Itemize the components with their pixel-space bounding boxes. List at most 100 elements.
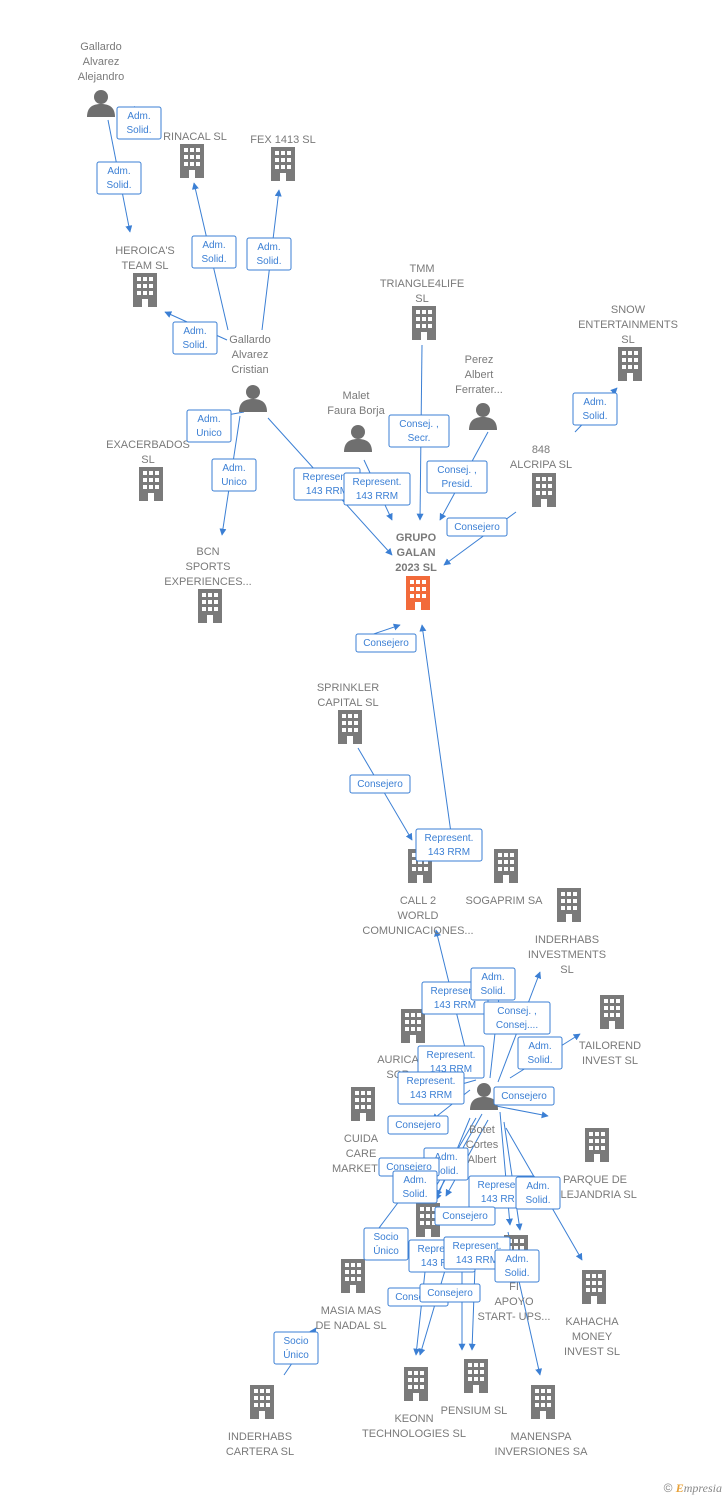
company-node-pensium[interactable]: PENSIUM SL xyxy=(441,1359,508,1417)
edge-label-box[interactable]: Consejero xyxy=(434,1206,496,1226)
building-icon xyxy=(464,1359,488,1393)
edge-label-box[interactable]: Represent.143 RRM xyxy=(415,828,483,862)
edge-label-box[interactable]: Consej. ,Presid. xyxy=(426,460,488,494)
edge-label-frame xyxy=(415,828,483,862)
edge-label-line: Solid. xyxy=(582,411,607,422)
edge-label-box[interactable]: Consejero xyxy=(355,633,417,653)
edge-label-box[interactable]: Adm.Solid. xyxy=(392,1170,438,1204)
edge-label-box[interactable]: Adm.Solid. xyxy=(515,1176,561,1210)
company-node-bcn[interactable]: BCNSPORTSEXPERIENCES... xyxy=(164,546,252,623)
edge-label-frame xyxy=(419,1283,481,1303)
brand-logo[interactable]: Empresia xyxy=(675,1481,722,1495)
edge-label-box[interactable]: Consejero xyxy=(419,1283,481,1303)
node-label-line: MARKETI... xyxy=(332,1163,390,1175)
edge-label-box[interactable]: Adm.Solid. xyxy=(246,237,292,271)
edge-label-frame xyxy=(515,1176,561,1210)
edge-label-frame xyxy=(470,967,516,1001)
edge-label-line: Adm. xyxy=(127,111,150,122)
edge-label-box[interactable]: Represent.143 RRM xyxy=(343,472,411,506)
company-node-fex1413[interactable]: FEX 1413 SL xyxy=(250,134,316,181)
edge-label-line: 143 RRM xyxy=(430,1064,472,1075)
edge-label-line: Solid. xyxy=(106,180,131,191)
building-icon xyxy=(404,1367,428,1401)
node-label-line: 848 xyxy=(532,444,550,456)
company-node-rinacal[interactable]: RINACAL SL xyxy=(163,131,227,178)
edge-label-box[interactable]: Consejero xyxy=(493,1086,555,1106)
edge-label-line: Represent. xyxy=(353,477,402,488)
edge-label-box[interactable]: Consejero xyxy=(349,774,411,794)
building-icon xyxy=(494,849,518,883)
edge-label-box[interactable]: Adm.Solid. xyxy=(517,1036,563,1070)
node-label-line: Albert xyxy=(465,369,494,381)
node-label-line: PARQUE DE xyxy=(563,1174,627,1186)
edge-label-line: Adm. xyxy=(481,972,504,983)
edge-label-box[interactable]: Represent.143 RRM xyxy=(417,1045,485,1079)
person-icon xyxy=(344,425,372,452)
edge-label-box[interactable]: Represent.143 RRM xyxy=(397,1071,465,1105)
building-icon xyxy=(180,144,204,178)
node-label-line: TEAM SL xyxy=(121,260,168,272)
edge-label-box[interactable]: Adm.Solid. xyxy=(470,967,516,1001)
edge-label-frame xyxy=(116,106,162,140)
edge-label-box[interactable]: Adm.Solid. xyxy=(494,1249,540,1283)
edge-label-box[interactable]: Adm.Solid. xyxy=(191,235,237,269)
node-label-line: Perez xyxy=(465,354,494,366)
edge-label-frame xyxy=(494,1249,540,1283)
building-icon xyxy=(582,1270,606,1304)
edge-label-frame xyxy=(186,409,232,443)
edge-label-box[interactable]: Adm.Solid. xyxy=(172,321,218,355)
edge-label-box[interactable]: Consejero xyxy=(387,1115,449,1135)
person-icon xyxy=(469,403,497,430)
node-label-line: INVEST SL xyxy=(564,1346,620,1358)
node-label-line: TAILOREND xyxy=(579,1040,641,1052)
edge-label-frame xyxy=(191,235,237,269)
edge-label-box[interactable]: Adm.Unico xyxy=(186,409,232,443)
edge-label-line: Consej. , xyxy=(437,465,476,476)
edge-label-box[interactable]: Adm.Solid. xyxy=(96,161,142,195)
edge-label-box[interactable]: Adm.Solid. xyxy=(116,106,162,140)
edge-label-line: Represent. xyxy=(453,1241,502,1252)
edge-label-line: Consejero xyxy=(454,522,500,533)
edge-label-box[interactable]: Consejero xyxy=(446,517,508,537)
company-node-call2[interactable]: CALL 2WORLDCOMUNICACIONES... xyxy=(362,849,474,937)
person-node-perez[interactable]: PerezAlbertFerrater... xyxy=(455,354,503,430)
edge-label-box[interactable]: Adm. Solid. xyxy=(572,392,618,426)
edge-label-frame xyxy=(172,321,218,355)
edge-label-box[interactable]: Adm.Unico xyxy=(211,458,257,492)
company-node-sogaprim[interactable]: SOGAPRIM SA xyxy=(465,849,543,907)
node-label-line: MONEY xyxy=(572,1331,613,1343)
edge-label-box[interactable]: Consej. ,Consej.... xyxy=(483,1001,551,1035)
edge-label-line: Consejero xyxy=(395,1292,441,1303)
building-icon xyxy=(198,589,222,623)
edge-label-line: Adm. xyxy=(583,397,606,408)
edge-label-box[interactable]: Consej. ,Secr. xyxy=(388,414,450,448)
building-icon xyxy=(532,473,556,507)
edge-label-line: Consejero xyxy=(395,1120,441,1131)
edge-label-frame xyxy=(343,472,411,506)
company-node-cuida[interactable]: CUIDACAREMARKETI... xyxy=(332,1087,390,1175)
building-icon xyxy=(250,1385,274,1419)
node-label-line: INVESTMENTS xyxy=(528,949,606,961)
